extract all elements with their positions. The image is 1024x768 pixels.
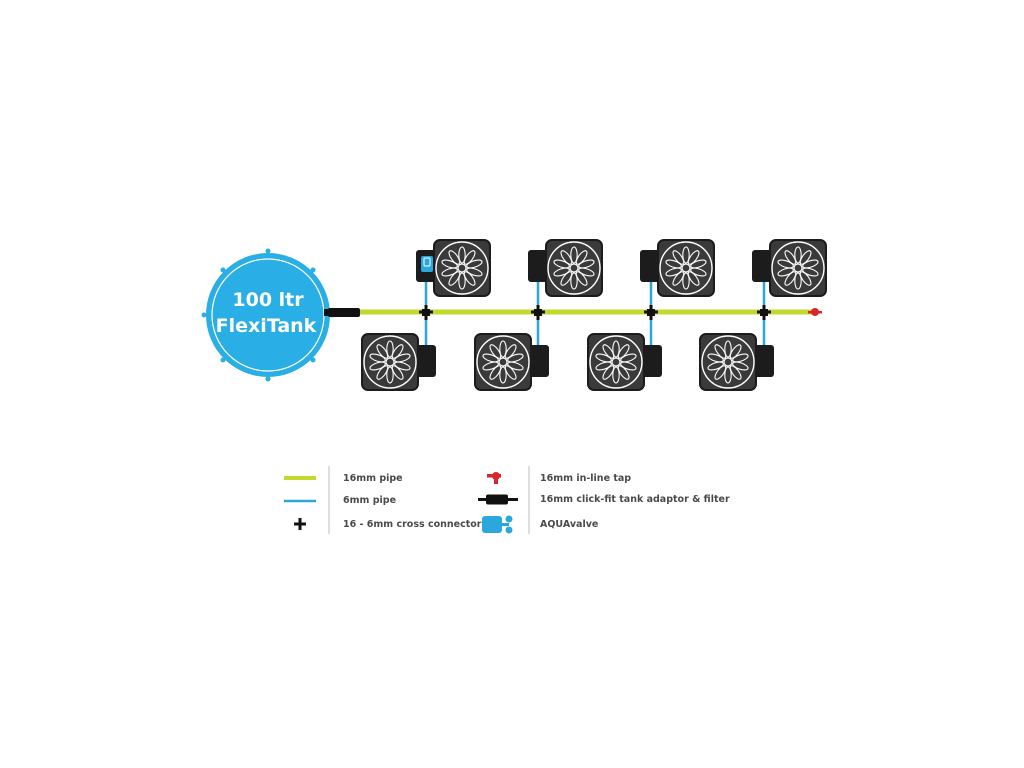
flexitank-bolt xyxy=(310,267,316,273)
flexitank-bolt xyxy=(310,357,316,363)
cross-connector xyxy=(644,305,658,320)
cross-connector xyxy=(419,305,433,320)
flexitank-bolt xyxy=(201,312,207,318)
tank-label-line1: 100 ltr xyxy=(232,289,304,311)
pot-top-2 xyxy=(528,239,603,297)
pot-body xyxy=(699,333,757,391)
pot-bottom-3 xyxy=(587,333,662,391)
flexitank-bolt xyxy=(265,376,271,382)
adaptor-body xyxy=(328,308,360,317)
pot-body xyxy=(361,333,419,391)
pot-valve-box xyxy=(528,250,550,282)
legend-tank-adaptor-label: 16mm click-fit tank adaptor & filter xyxy=(540,494,730,505)
tank-adaptor-filter xyxy=(324,308,360,317)
legend-6mm-pipe-label: 6mm pipe xyxy=(343,495,396,506)
legend-cross-connector-icon xyxy=(294,518,306,530)
tap-pipe xyxy=(808,311,822,314)
pot-bottom-2 xyxy=(474,333,549,391)
pot-top-1 xyxy=(416,239,491,297)
pot-valve-box xyxy=(640,250,662,282)
pot-body xyxy=(587,333,645,391)
flexitank-bolt xyxy=(220,267,226,273)
cross-connector xyxy=(757,305,771,320)
inline-tap-end xyxy=(808,308,822,316)
pot-top-3 xyxy=(640,239,715,297)
legend-aquavalve-label: AQUAvalve xyxy=(540,519,598,530)
legend-cross-connector-label: 16 - 6mm cross connector xyxy=(343,519,482,530)
pot-valve-box xyxy=(640,345,662,377)
pot-valve-box xyxy=(752,250,774,282)
cross-connectors xyxy=(419,305,771,320)
cross-connector xyxy=(531,305,545,320)
legend-inline-tap-icon xyxy=(487,472,501,484)
pot-body xyxy=(545,239,603,297)
pot-bottom-1 xyxy=(361,333,436,391)
tank-label-line2: FlexiTank xyxy=(216,315,317,337)
flexitank-body xyxy=(206,253,330,377)
pot-valve-box xyxy=(752,345,774,377)
pot-body xyxy=(433,239,491,297)
flexitank-bolt xyxy=(220,357,226,363)
pot-body xyxy=(474,333,532,391)
pot-bottom-4 xyxy=(699,333,774,391)
legend-aquavalve-icon xyxy=(482,515,513,534)
legend-16mm-pipe-label: 16mm pipe xyxy=(343,473,403,484)
flexitank-bolt xyxy=(265,248,271,254)
legend: 16mm pipe 6mm pipe 16 - 6mm cross connec… xyxy=(284,466,730,534)
pot-body xyxy=(657,239,715,297)
flexitank: 100 ltr FlexiTank xyxy=(201,248,335,382)
pot-valve-box xyxy=(527,345,549,377)
pot-body xyxy=(769,239,827,297)
legend-inline-tap-label: 16mm in-line tap xyxy=(540,473,631,484)
adaptor-cap xyxy=(324,309,330,316)
pot-valve-box xyxy=(414,345,436,377)
pot-top-4 xyxy=(752,239,827,297)
legend-tank-adaptor-icon xyxy=(478,494,518,505)
